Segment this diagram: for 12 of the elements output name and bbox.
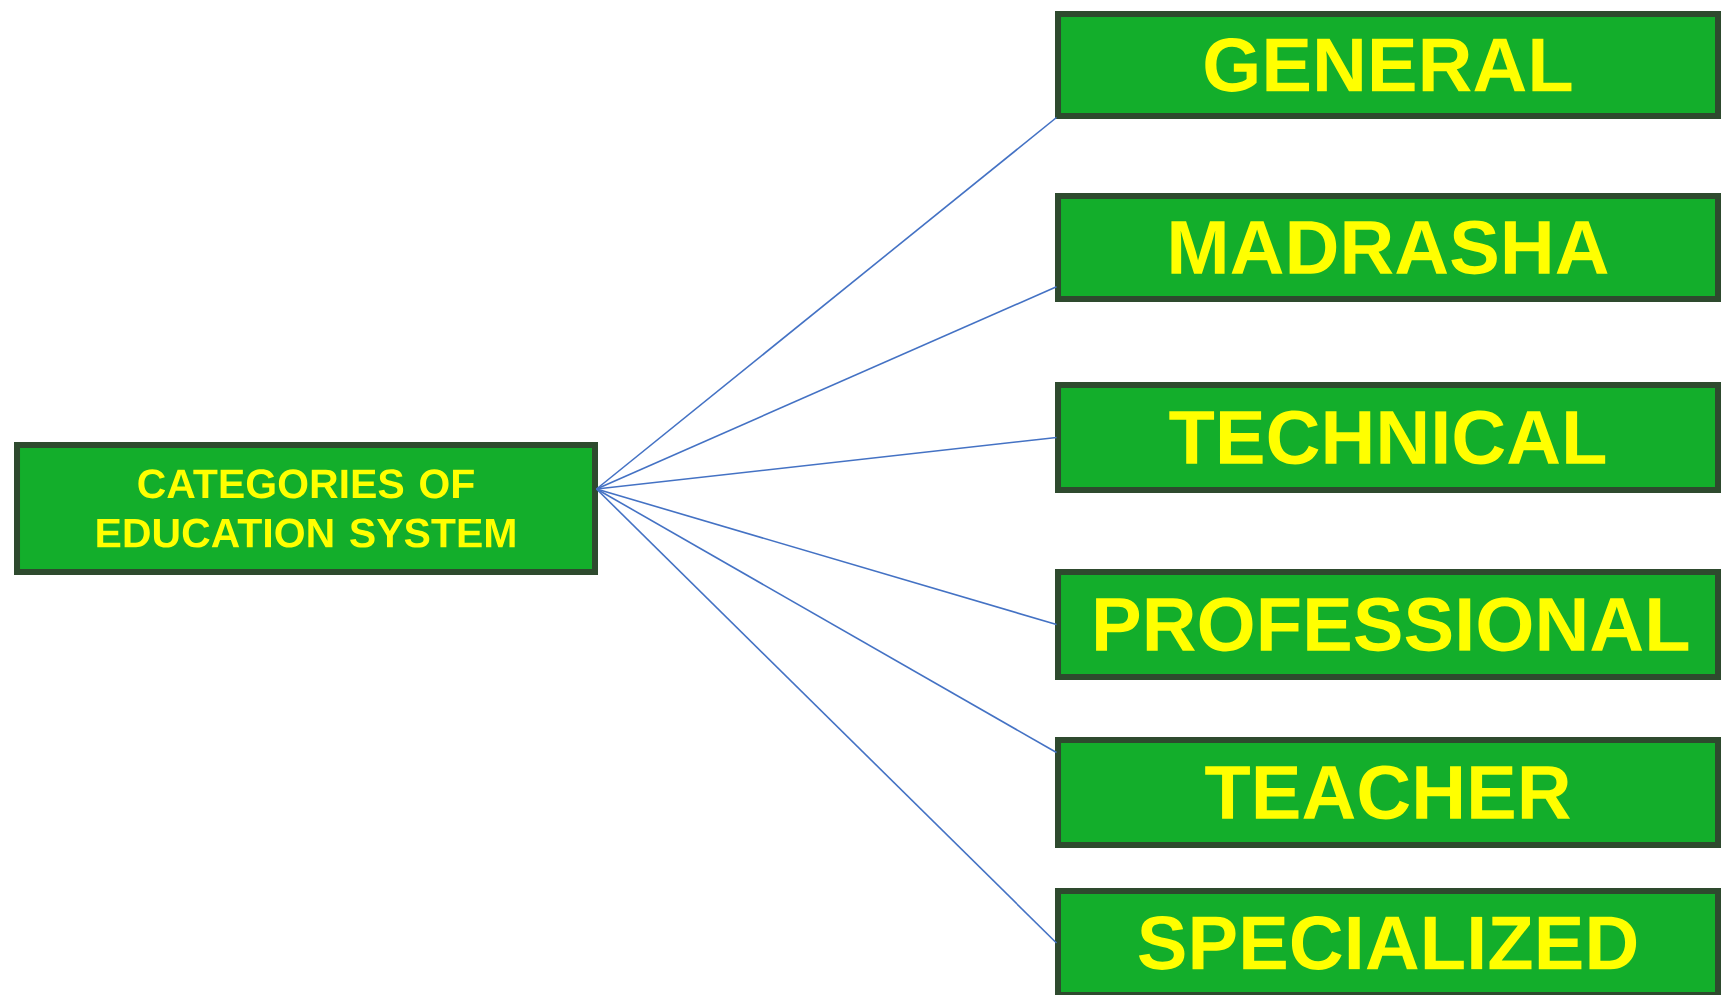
category-box: TECHNICAL: [1055, 382, 1721, 493]
connector-line: [595, 488, 1058, 754]
category-box: CATEGORIES OF EDUCATION SYSTEM: [14, 442, 598, 575]
category-box: TEACHER: [1055, 737, 1721, 848]
category-box: GENERAL: [1055, 11, 1721, 119]
category-box: MADRASHA: [1055, 193, 1721, 302]
category-box: PROFESSIONAL: [1055, 569, 1721, 680]
category-box: SPECIALIZED: [1055, 888, 1721, 995]
connector-line: [595, 285, 1058, 490]
connector-line: [595, 488, 1058, 626]
connector-line: [595, 116, 1058, 490]
connector-line: [595, 488, 1058, 944]
